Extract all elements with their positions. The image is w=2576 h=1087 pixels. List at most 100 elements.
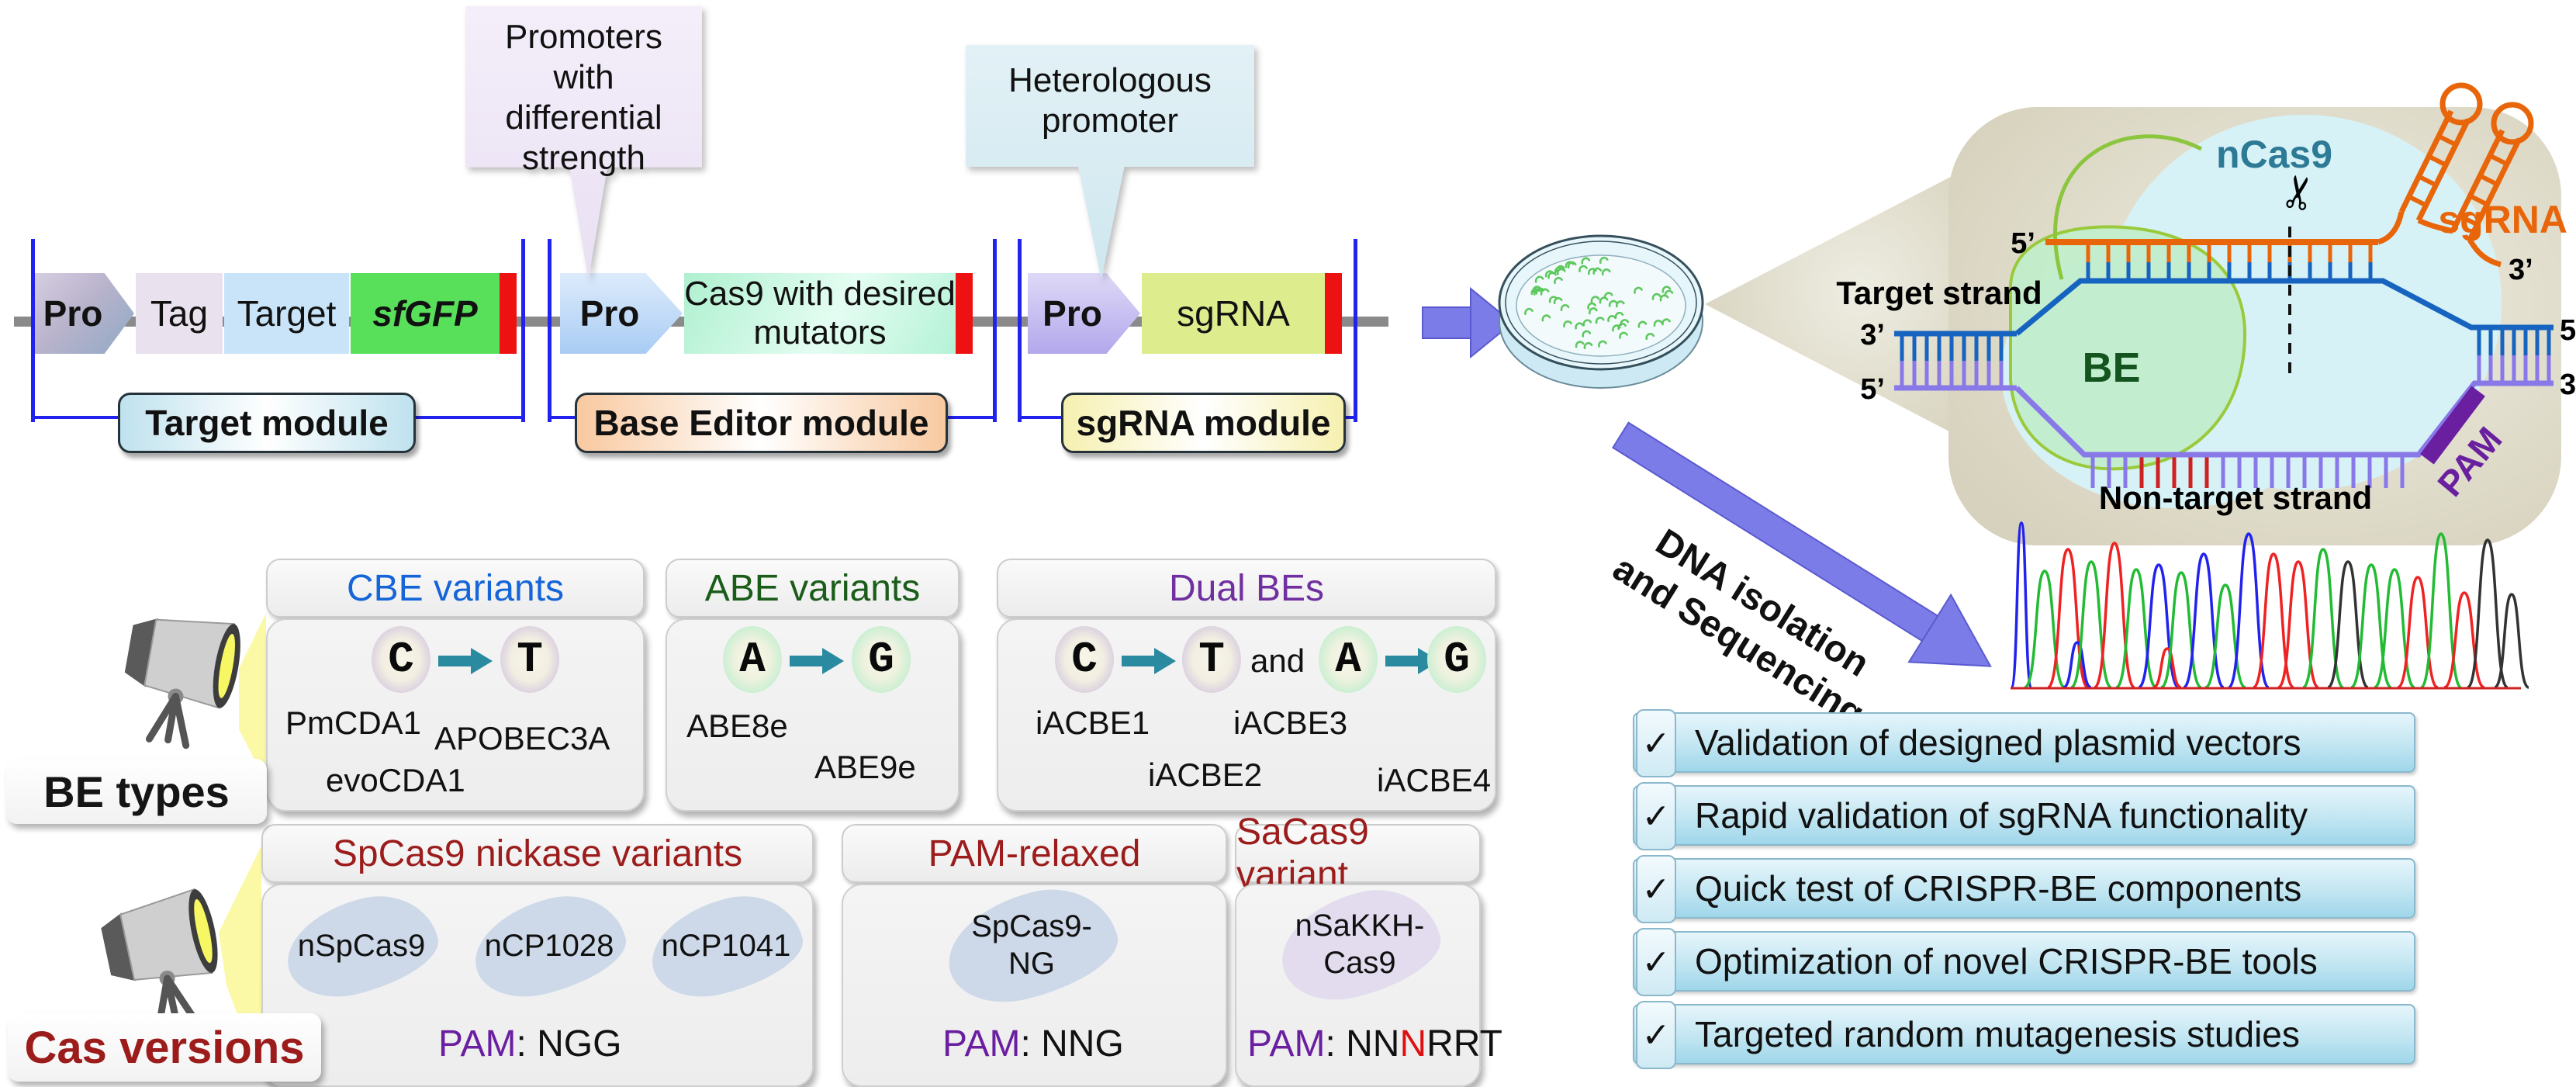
spcas9-card-header: SpCas9 nickase variants xyxy=(261,824,814,883)
colony xyxy=(1637,320,1648,328)
arrow-to-dish xyxy=(1422,286,1514,359)
bracket-connector xyxy=(1338,416,1357,419)
cas-protein-label: nSpCas9 xyxy=(297,929,426,963)
abe-card-header: ABE variants xyxy=(666,559,960,618)
colony xyxy=(1661,286,1672,293)
check-icon: ✓ xyxy=(1636,1001,1676,1069)
variant-name: ABE9e xyxy=(814,749,916,785)
pam-word: PAM xyxy=(942,1023,1021,1064)
pam-spec: PAM: NGG xyxy=(438,1023,622,1064)
variant-name: iACBE1 xyxy=(1036,704,1150,741)
bracket-connector xyxy=(1018,416,1064,419)
pam-value: NNG xyxy=(1041,1023,1124,1064)
colonies xyxy=(1524,256,1674,350)
variant-name: ABE8e xyxy=(686,708,788,744)
tag-label: Tag xyxy=(150,293,209,334)
callout-line: with xyxy=(553,58,614,96)
colony xyxy=(1578,265,1588,272)
pam-word: PAM xyxy=(1247,1023,1326,1064)
check-icon: ✓ xyxy=(1636,782,1676,850)
sgrna-stem-rung xyxy=(2437,133,2457,147)
pam-relaxed-title: PAM-relaxed xyxy=(928,833,1141,874)
base-letter: G xyxy=(1444,635,1470,684)
dual-be-card-header: Dual BEs xyxy=(997,559,1496,618)
colony xyxy=(1575,322,1584,330)
five-prime-label: 5’ xyxy=(2011,227,2035,260)
colony xyxy=(1554,276,1563,284)
three-prime-label: 3’ xyxy=(1860,319,1885,351)
conversion-arrow-icon xyxy=(1385,648,1440,674)
pam-value-red-n: N xyxy=(1399,1023,1427,1064)
colony xyxy=(1661,318,1671,326)
sgrna-hairpin2-loop xyxy=(2491,102,2534,145)
base-g-circle: G xyxy=(852,626,911,693)
colony xyxy=(1581,257,1591,265)
cas-protein-label: SpCas9- xyxy=(971,909,1092,943)
chromatogram-peak xyxy=(2152,647,2182,689)
sgrna-module-label: sgRNA module xyxy=(1061,393,1346,453)
cas-protein-name: nSaKKH- Cas9 xyxy=(1280,894,1440,995)
conversion-arrow-icon xyxy=(790,648,844,674)
sfgfp-box: sfGFP xyxy=(351,273,500,354)
base-g-circle: G xyxy=(1427,626,1486,693)
module-bracket xyxy=(548,239,552,422)
tag-box: Tag xyxy=(136,273,223,354)
five-prime-label: 5’ xyxy=(2560,314,2576,347)
scissors-icon: ✂ xyxy=(2271,170,2327,216)
chromatogram-peak xyxy=(2302,548,2344,689)
base-letter: C xyxy=(388,635,414,684)
colony xyxy=(1589,307,1598,315)
cas9-label-line2: mutators xyxy=(753,313,887,351)
colony xyxy=(1587,302,1596,310)
cas-protein-label: Cas9 xyxy=(1323,946,1396,980)
beam-be-types xyxy=(239,613,266,782)
callout-line: strength xyxy=(522,139,645,177)
sgrna-label: sgRNA xyxy=(2438,198,2567,241)
ncas9-label: nCas9 xyxy=(2216,133,2332,176)
promoter-label: Pro xyxy=(43,293,103,334)
promoter-arrow-be-module: Pro xyxy=(560,273,683,354)
pam-value: NGG xyxy=(537,1023,622,1064)
chromatogram-peak xyxy=(2494,593,2529,689)
colony xyxy=(1608,299,1618,307)
module-bracket xyxy=(31,239,35,422)
colony xyxy=(1616,300,1625,308)
callout-line: Promoters xyxy=(505,18,662,56)
colony xyxy=(1592,267,1603,275)
pam-word: PAM xyxy=(438,1023,517,1064)
colony xyxy=(1553,296,1563,305)
pam-value: NN xyxy=(1346,1023,1400,1064)
base-letter: C xyxy=(1071,635,1098,684)
colony xyxy=(1599,256,1609,264)
checklist-item: ✓ Quick test of CRISPR-BE components xyxy=(1633,855,2415,923)
colony xyxy=(1582,319,1592,327)
colony xyxy=(1555,265,1565,272)
three-prime-label: 3’ xyxy=(2560,369,2576,401)
chromatogram-peak xyxy=(2227,532,2270,689)
cas9-box: Cas9 with desired mutators xyxy=(684,273,956,354)
colony xyxy=(1651,293,1661,300)
colony xyxy=(1617,323,1627,331)
colony xyxy=(1598,340,1607,348)
base-c-circle: C xyxy=(1055,626,1114,693)
module-bracket xyxy=(1354,239,1357,422)
colony xyxy=(1664,289,1674,297)
spcas9-title: SpCas9 nickase variants xyxy=(332,833,743,874)
colony xyxy=(1567,261,1577,269)
sgrna-stem-rung xyxy=(2459,213,2478,227)
colony xyxy=(1653,319,1663,327)
promoter-arrow-sgrna-module: Pro xyxy=(1028,273,1140,354)
abe-title: ABE variants xyxy=(704,567,921,609)
checklist-text: Optimization of novel CRISPR-BE tools xyxy=(1695,941,2318,981)
colony xyxy=(1645,333,1655,341)
promoters-callout: Promoters with differential strength xyxy=(465,6,702,279)
sacas9-card-header: SaCas9 variant xyxy=(1235,812,1481,895)
projector-icon xyxy=(101,888,218,1032)
colony xyxy=(1541,314,1551,322)
chromatogram-peak xyxy=(2443,591,2485,689)
variant-name: iACBE4 xyxy=(1377,762,1492,798)
heterologous-promoter-callout: Heterologous promoter xyxy=(966,45,1254,279)
base-letter: T xyxy=(1198,635,1225,684)
checklist-text: Targeted random mutagenesis studies xyxy=(1695,1014,2300,1054)
